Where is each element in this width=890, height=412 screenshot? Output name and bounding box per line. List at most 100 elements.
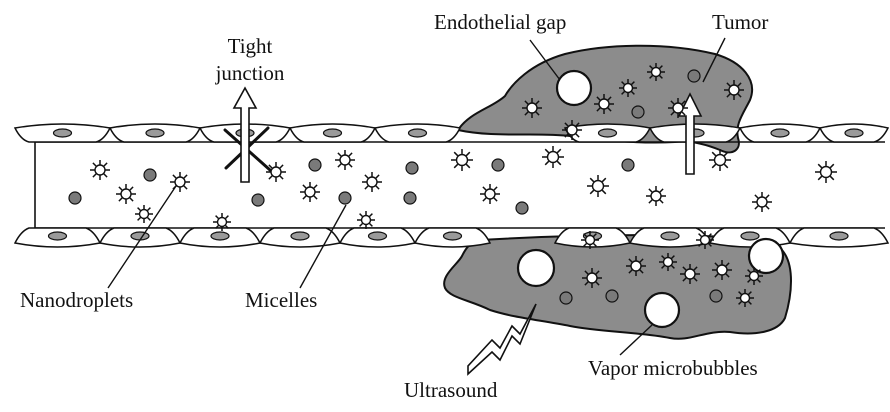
nanodroplet xyxy=(542,146,564,168)
nanodroplet-core xyxy=(121,189,131,199)
nanodroplet xyxy=(266,162,286,182)
nanodroplet-core xyxy=(367,177,377,187)
micelle xyxy=(339,192,351,204)
nanodroplet-core xyxy=(485,189,495,199)
nanodroplet-core xyxy=(750,272,759,281)
nanodroplet xyxy=(745,267,763,285)
cell-nucleus xyxy=(741,232,759,240)
nanodroplet-core xyxy=(548,152,559,163)
nanodroplet xyxy=(659,253,677,271)
nanodroplet xyxy=(300,182,320,202)
nanodroplet-core xyxy=(757,197,767,207)
micelle xyxy=(406,162,418,174)
label-micelles: Micelles xyxy=(245,288,317,312)
nanodroplet xyxy=(562,120,582,140)
nanodroplet-core xyxy=(664,258,673,267)
nanodroplet-core xyxy=(599,99,609,109)
nanodroplet xyxy=(668,98,688,118)
nanodroplet-core xyxy=(673,103,683,113)
cell-nucleus xyxy=(845,129,863,137)
nanodroplet xyxy=(213,213,231,231)
nanodroplet-core xyxy=(218,218,227,227)
nanodroplet-core xyxy=(701,236,710,245)
label-tumor: Tumor xyxy=(712,10,768,34)
nanodroplet-core xyxy=(587,273,597,283)
label-nanodroplets: Nanodroplets xyxy=(20,288,133,312)
nanodroplet xyxy=(736,289,754,307)
endothelial-cells-upper xyxy=(15,124,888,142)
nanodroplet xyxy=(582,268,602,288)
nanodroplet xyxy=(647,63,665,81)
nanodroplet xyxy=(696,231,714,249)
nanodroplet-core xyxy=(140,210,149,219)
nanodroplet-core xyxy=(586,236,595,245)
nanodroplet xyxy=(680,264,700,284)
micelle xyxy=(144,169,156,181)
micelle xyxy=(688,70,700,82)
lower-tumor-region xyxy=(444,235,791,339)
label-tight-junction-line1: Tight xyxy=(205,34,295,58)
cell-nucleus xyxy=(771,129,789,137)
micelle xyxy=(492,159,504,171)
micelle xyxy=(69,192,81,204)
nanodroplet-core xyxy=(741,294,750,303)
cell-nucleus xyxy=(54,129,72,137)
nanodroplet-core xyxy=(652,68,661,77)
nanodroplet-core xyxy=(305,187,315,197)
label-vapor-microbubbles: Vapor microbubbles xyxy=(588,356,758,380)
vapor-microbubble xyxy=(518,250,554,286)
nanodroplet xyxy=(170,172,190,192)
micelle xyxy=(710,290,722,302)
nanodroplet xyxy=(619,79,637,97)
cell-nucleus xyxy=(49,232,67,240)
nanodroplet xyxy=(581,231,599,249)
cell-nucleus xyxy=(291,232,309,240)
nanodroplet xyxy=(587,175,609,197)
cell-nucleus xyxy=(599,129,617,137)
nanodroplet-core xyxy=(651,191,661,201)
cell-nucleus xyxy=(211,232,229,240)
nanodroplet-core xyxy=(593,181,604,192)
label-ultrasound: Ultrasound xyxy=(404,378,497,402)
nanodroplet-core xyxy=(717,265,727,275)
nanodroplet-core xyxy=(271,167,281,177)
micelle xyxy=(606,290,618,302)
cell-nucleus xyxy=(444,232,462,240)
nanodroplet-core xyxy=(567,125,577,135)
nanodroplet-core xyxy=(685,269,695,279)
nanodroplet xyxy=(480,184,500,204)
label-tight-junction-line2: junction xyxy=(205,61,295,85)
nanodroplet-core xyxy=(821,167,832,178)
nanodroplet xyxy=(752,192,772,212)
nanodroplet xyxy=(90,160,110,180)
nanodroplet xyxy=(594,94,614,114)
micelle xyxy=(632,106,644,118)
cell-nucleus xyxy=(324,129,342,137)
vapor-microbubble xyxy=(645,293,679,327)
nanodroplet-core xyxy=(457,155,468,166)
cell-nucleus xyxy=(830,232,848,240)
nanodroplet xyxy=(724,80,744,100)
nanodroplet-core xyxy=(340,155,350,165)
nanodroplet-core xyxy=(527,103,537,113)
nanodroplet xyxy=(646,186,666,206)
micelle xyxy=(309,159,321,171)
nanodroplet xyxy=(815,161,837,183)
nanodroplet xyxy=(357,211,375,229)
micelle xyxy=(252,194,264,206)
nanodroplet-core xyxy=(715,155,726,166)
nanodroplet xyxy=(709,149,731,171)
micelle xyxy=(560,292,572,304)
cell-nucleus xyxy=(409,129,427,137)
nanodroplet xyxy=(712,260,732,280)
nanodroplet-core xyxy=(362,216,371,225)
nanodroplet xyxy=(522,98,542,118)
nanodroplet xyxy=(626,256,646,276)
nanodroplet xyxy=(116,184,136,204)
nanodroplet xyxy=(451,149,473,171)
nanodroplet xyxy=(362,172,382,192)
cell-nucleus xyxy=(369,232,387,240)
nanodroplet-core xyxy=(95,165,105,175)
